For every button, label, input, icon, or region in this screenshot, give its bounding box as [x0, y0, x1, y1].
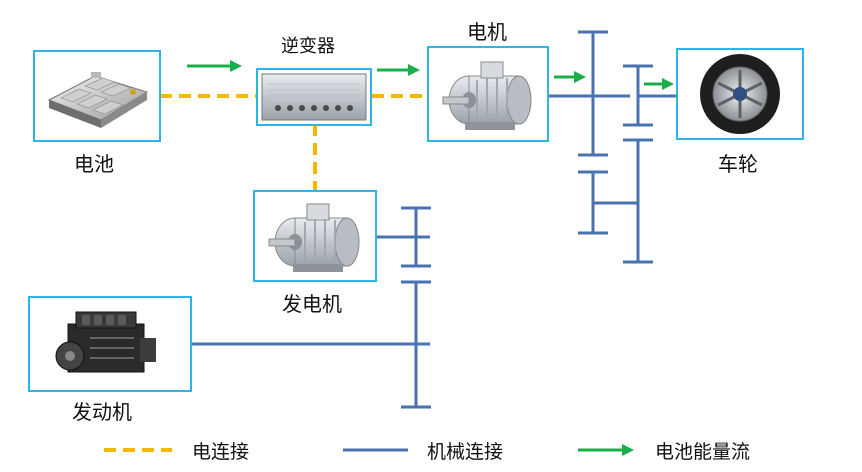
inverter-image	[261, 73, 367, 121]
legend-swatches	[104, 444, 634, 456]
legend-electric-label: 电连接	[192, 441, 250, 463]
engine-label: 发动机	[72, 400, 132, 424]
generator-box	[253, 190, 377, 282]
motor-label: 电机	[467, 20, 507, 44]
mechanical-connections	[192, 30, 676, 409]
battery-pack-image	[47, 72, 149, 128]
generator-label: 发电机	[282, 292, 342, 316]
battery-box	[33, 50, 161, 142]
generator-image	[268, 203, 360, 272]
wheel-image	[700, 54, 780, 134]
motor-box	[427, 46, 549, 142]
engine-box	[28, 296, 192, 392]
inverter-label: 逆变器	[281, 36, 335, 57]
wheel-box	[676, 48, 804, 140]
battery-flow-arrows	[187, 60, 674, 90]
wheel-label: 车轮	[718, 152, 758, 176]
inverter-box	[256, 68, 372, 126]
electric-connections	[160, 94, 427, 190]
legend-mechanical-label: 机械连接	[427, 441, 504, 463]
legend-flow-label: 电池能量流	[655, 441, 751, 463]
legend-flow-swatch	[578, 444, 634, 456]
battery-label: 电池	[74, 152, 114, 176]
engine-image	[55, 311, 156, 373]
motor-image	[442, 61, 532, 130]
